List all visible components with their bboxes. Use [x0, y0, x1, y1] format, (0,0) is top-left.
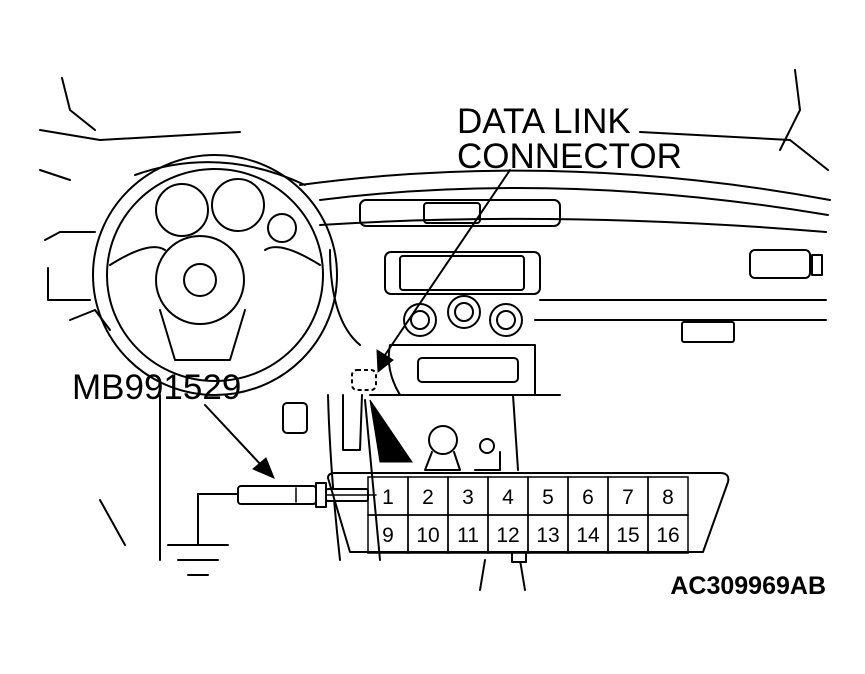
connector-key-tab	[511, 551, 527, 563]
pin-number: 8	[662, 486, 674, 509]
pin-number: 15	[616, 524, 639, 547]
ground-symbol	[167, 493, 241, 576]
tool-label: MB991529	[72, 368, 241, 407]
pin-number: 5	[542, 486, 554, 509]
pin-number: 12	[496, 524, 519, 547]
windshield-frame	[39, 69, 829, 181]
pin-number: 14	[576, 524, 600, 547]
pin-number: 10	[416, 524, 439, 547]
magnification-wedge	[369, 399, 413, 463]
steering-wheel	[69, 154, 338, 396]
connector-pin-grid	[367, 476, 689, 554]
figure-id: AC309969AB	[670, 572, 826, 600]
connector-label-line2: CONNECTOR	[457, 137, 682, 176]
pin-number: 4	[502, 486, 514, 509]
pin-number: 6	[582, 486, 594, 509]
center-console	[359, 199, 561, 396]
dashboard-top	[44, 169, 831, 346]
connector-housing	[327, 472, 730, 553]
pin-cell	[647, 514, 689, 554]
pin-number: 9	[382, 524, 394, 547]
pin-number: 13	[536, 524, 559, 547]
pin-number: 7	[622, 486, 634, 509]
pedals-floor	[99, 394, 381, 561]
tool-mb991529	[237, 482, 377, 508]
connector-pointer-arrow	[376, 169, 511, 374]
connector-label-line1: DATA LINK	[457, 102, 631, 141]
pin-number: 2	[422, 486, 434, 509]
pin-number: 1	[382, 486, 394, 509]
tool-pointer-arrow	[204, 404, 275, 479]
connector-location-marker	[351, 369, 377, 391]
pin-number: 16	[656, 524, 679, 547]
pin-number: 3	[462, 486, 474, 509]
gear-shift	[424, 394, 526, 591]
right-dash-details	[681, 249, 823, 343]
pin-number: 11	[457, 524, 479, 547]
